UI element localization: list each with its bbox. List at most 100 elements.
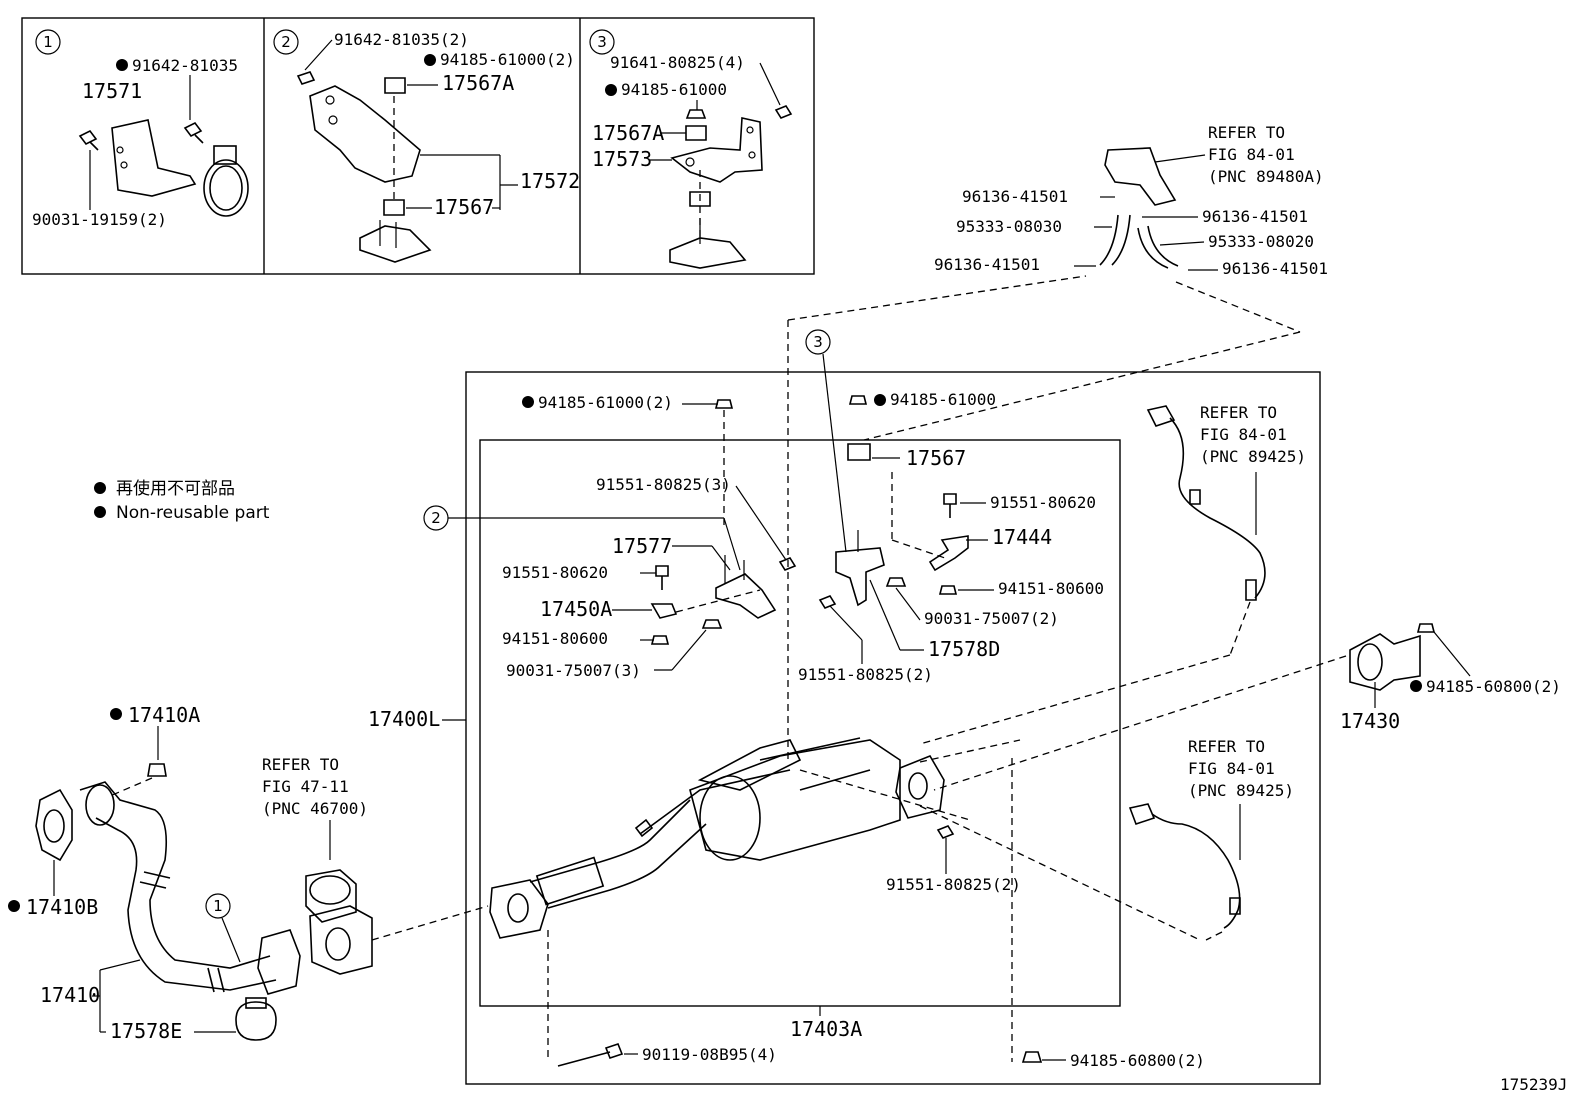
ref-fig84-c-line2: FIG 84-01	[1188, 759, 1275, 778]
nut-icon	[147, 763, 167, 777]
nut-icon	[685, 109, 707, 119]
bolt-icon	[943, 493, 957, 518]
label-96136-41501-a: 96136-41501	[962, 187, 1068, 206]
inset-3-number: 3	[597, 33, 607, 51]
non-reusable-dot	[605, 84, 617, 96]
bracket-17444	[928, 535, 969, 572]
bracket-17577	[715, 573, 777, 619]
part-17430: 94185-60800(2) 17430	[933, 623, 1561, 791]
inset-panels	[21, 17, 815, 275]
label-94185-61000: 94185-61000	[890, 390, 996, 409]
sensor-upper: REFER TO FIG 84-01 (PNC 89425)	[919, 403, 1306, 745]
label-17410A: 17410A	[128, 703, 200, 727]
bolt-90119	[557, 1043, 624, 1067]
bolt-icon	[936, 825, 955, 839]
nut-icon	[650, 635, 670, 645]
diagram-id: 175239J	[1500, 1075, 1567, 1094]
inset-1-number: 1	[43, 33, 53, 51]
label-96136-41501-d: 96136-41501	[1222, 259, 1328, 278]
bolt-icon	[296, 71, 316, 85]
non-reusable-dot	[94, 482, 106, 494]
ref-fig47-line1: REFER TO	[262, 755, 339, 774]
label-17567: 17567	[906, 446, 966, 470]
inset-frame	[21, 17, 815, 275]
sensor-tip	[1245, 579, 1257, 601]
non-reusable-dot	[110, 708, 122, 720]
front-flange	[489, 879, 549, 939]
label-17578E: 17578E	[110, 1019, 182, 1043]
bolt-icon	[778, 557, 797, 571]
grommet-icon	[384, 77, 406, 94]
non-reusable-dot	[1410, 680, 1422, 692]
outlet-flange	[895, 755, 945, 819]
hose-group: REFER TO FIG 84-01 (PNC 89480A) 96136-41…	[787, 123, 1328, 441]
nut-icon	[848, 395, 868, 405]
inset-2: 2 91642-81035(2) 94185-61000(2) 17567A 1…	[273, 29, 580, 263]
muffler-assembly	[489, 737, 1201, 941]
callout-3-number: 3	[813, 333, 823, 351]
grommet-icon	[685, 125, 707, 141]
egr-valve: REFER TO FIG 47-11 (PNC 46700)	[262, 755, 489, 975]
non-reusable-dot	[424, 54, 436, 66]
egr-flange	[309, 905, 373, 975]
bracket-17573	[670, 117, 763, 183]
label-90031-75007-2: 90031-75007(2)	[924, 609, 1059, 628]
callout-1-circle	[205, 893, 231, 919]
bolt-icon	[818, 595, 837, 609]
ref-fig47-line3: (PNC 46700)	[262, 799, 368, 818]
non-reusable-dot	[522, 396, 534, 408]
inset-3-circle	[589, 29, 615, 55]
label-17444: 17444	[992, 525, 1052, 549]
label-17567A: 17567A	[592, 121, 664, 145]
grommet-icon	[689, 191, 711, 207]
non-reusable-dot	[874, 394, 886, 406]
label-95333-08030: 95333-08030	[956, 217, 1062, 236]
pipe-rear-flange	[257, 929, 301, 995]
callout-3: 3	[787, 320, 847, 760]
ref-fig84-a-line3: (PNC 89480A)	[1208, 167, 1324, 186]
bracket-17450A	[650, 603, 678, 619]
nut-icon	[885, 577, 907, 587]
pipe-body	[79, 781, 271, 969]
front-pipe-17410: 17410A 17410B 1 17410 17578E	[8, 703, 301, 1043]
label-17567: 17567	[434, 195, 494, 219]
connector-icon	[1128, 803, 1156, 826]
label-90119-08B95-4: 90119-08B95(4)	[642, 1045, 777, 1064]
inlet-pipe	[529, 799, 691, 883]
sensor-tip	[1229, 897, 1241, 915]
sensor-lower: REFER TO FIG 84-01 (PNC 89425)	[1128, 737, 1294, 941]
inset-2-number: 2	[281, 33, 291, 51]
gasket-17410B	[35, 788, 73, 862]
grommet-17567	[847, 443, 871, 461]
label-17577: 17577	[612, 534, 672, 558]
label-90031-75007-3: 90031-75007(3)	[506, 661, 641, 680]
bracket-17571	[111, 119, 197, 197]
nut-icon	[1416, 623, 1436, 633]
heat-shield	[697, 739, 802, 791]
ref-fig84-c-line1: REFER TO	[1188, 737, 1265, 756]
label-91641-80825-4: 91641-80825(4)	[610, 53, 745, 72]
label-17578D: 17578D	[928, 637, 1000, 661]
ref-fig84-b-line3: (PNC 89425)	[1200, 447, 1306, 466]
callout-2-number: 2	[431, 509, 441, 527]
label-91642-81035-2: 91642-81035(2)	[334, 30, 469, 49]
label-91551-80620-r: 91551-80620	[990, 493, 1096, 512]
label-17403A: 17403A	[790, 1017, 862, 1041]
label-94185-61000-2: 94185-61000(2)	[440, 50, 575, 69]
ref-fig47-line2: FIG 47-11	[262, 777, 349, 796]
connector-icon	[1146, 405, 1176, 427]
label-17573: 17573	[592, 147, 652, 171]
nut-icon	[1021, 1051, 1043, 1063]
frame-bracket	[669, 237, 747, 269]
bolt-icon	[655, 565, 669, 590]
label-17571: 17571	[82, 79, 142, 103]
nut-icon	[714, 399, 734, 409]
label-94185-61000-2: 94185-61000(2)	[538, 393, 673, 412]
bracket-17572	[309, 85, 421, 183]
nut-icon	[701, 619, 723, 629]
label-17430: 17430	[1340, 709, 1400, 733]
egr-body	[305, 869, 357, 923]
bolt-icon	[183, 121, 204, 144]
label-94185-61000: 94185-61000	[621, 80, 727, 99]
